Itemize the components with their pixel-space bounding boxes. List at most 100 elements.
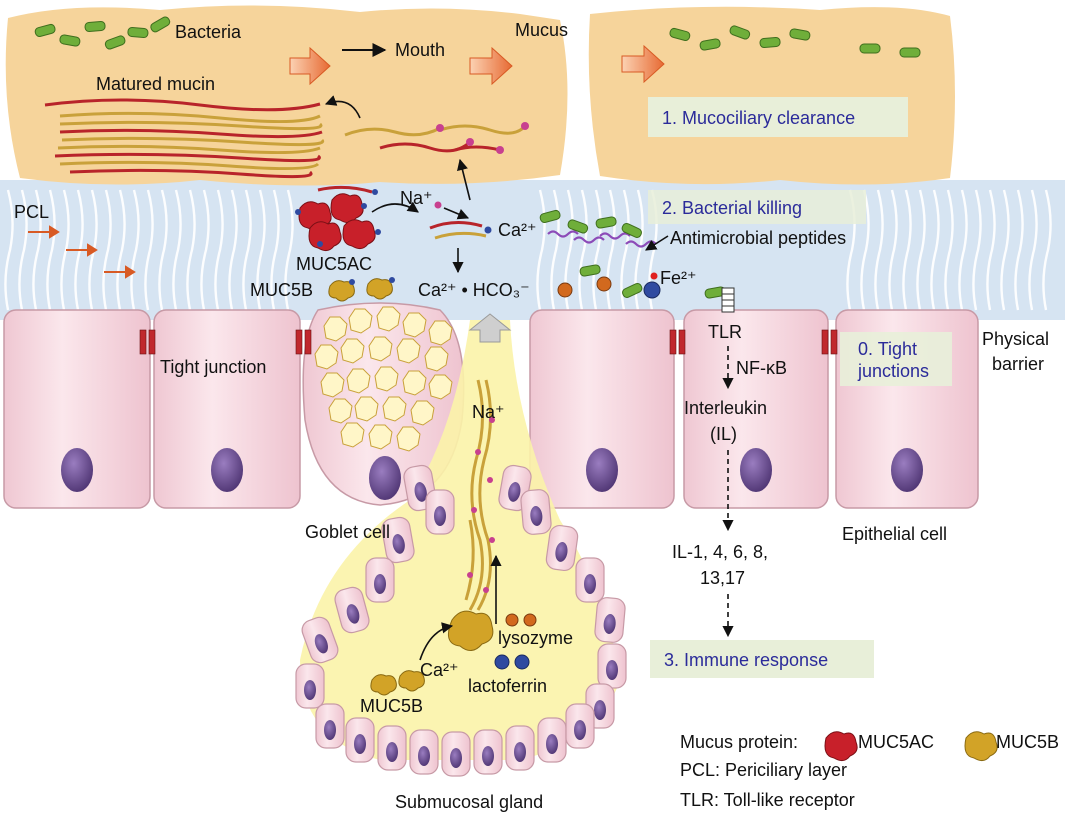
tlr-receptor (721, 287, 735, 313)
pcl-proteins (557, 272, 661, 299)
gland-cell (575, 557, 605, 603)
muc5ac-to-strand-arrow (371, 201, 419, 213)
cilium (874, 189, 884, 311)
mucin-to-mesh-arrow (324, 95, 361, 119)
gland-lactoferrin (494, 654, 530, 670)
legend-tlr: TLR: Toll-like receptor (680, 790, 855, 810)
mouth-label: Mouth (395, 40, 445, 60)
mucin-release-arrow (457, 158, 471, 201)
na-top-label: Na⁺ (400, 188, 433, 208)
goblet-cell-label: Goblet cell (305, 522, 390, 542)
mucin-granule (402, 312, 427, 338)
cilium (902, 189, 912, 311)
cilium (592, 189, 602, 311)
cell-nucleus (61, 448, 93, 492)
epithelial-cell (3, 309, 151, 509)
gland-cell (301, 616, 339, 664)
lysozyme-label: lysozyme (498, 628, 573, 648)
muc5ac-label: MUC5AC (296, 254, 372, 274)
gland-lysozyme (505, 613, 537, 627)
mucin-granule (368, 336, 393, 362)
physical-barrier-line2: barrier (992, 354, 1044, 374)
muc5b-top-label: MUC5B (250, 280, 313, 300)
cell-nucleus (891, 448, 923, 492)
mucin-granule (382, 396, 407, 422)
step3-label: 3. Immune response (664, 650, 828, 670)
cilium (158, 189, 168, 311)
step3-box (650, 640, 874, 678)
clearance-arrows (289, 44, 665, 86)
na-gland-label: Na⁺ (472, 402, 505, 422)
cilium (172, 189, 182, 311)
muc5b-top-blobs (328, 278, 393, 302)
pcl-flow-arrows (28, 225, 136, 279)
muc5b-gland-label: MUC5B (360, 696, 423, 716)
cell-nucleus (586, 448, 618, 492)
cilium (200, 189, 210, 311)
cilium (888, 189, 898, 311)
cilium (186, 189, 196, 311)
gland-cell (425, 489, 455, 535)
step0-box (840, 332, 952, 386)
il-list-line2: 13,17 (700, 568, 745, 588)
submucosal-gland-label: Submucosal gland (395, 792, 543, 812)
mucin-granule (410, 400, 435, 426)
cilium (620, 189, 630, 311)
cilium (972, 189, 982, 311)
cilium (242, 189, 252, 311)
cilium (284, 189, 294, 311)
epithelial-cell (153, 309, 301, 509)
cilium (144, 189, 154, 311)
cilium (578, 189, 588, 311)
ca-gland-label: Ca²⁺ (420, 660, 459, 680)
secretion-up-arrow (468, 313, 512, 343)
il-list-line1: IL-1, 4, 6, 8, (672, 542, 768, 562)
gland-cell (537, 717, 567, 763)
tight-junctions (139, 329, 838, 355)
mucin-granule (396, 426, 421, 452)
step2-label: 2. Bacterial killing (662, 198, 802, 218)
legend-mucus-protein: Mucus protein: (680, 732, 798, 752)
gland-cell (520, 489, 552, 535)
gland-cell (505, 725, 535, 771)
mucin-granule (323, 316, 348, 342)
mucin-granule (368, 424, 393, 450)
cilium (18, 189, 28, 311)
gland-muc5b-large (447, 610, 494, 651)
cilium (130, 189, 140, 311)
cilium (1000, 189, 1010, 311)
cilium (958, 189, 968, 311)
physical-barrier-line1: Physical (982, 329, 1049, 349)
interleukin-label-line1: Interleukin (684, 398, 767, 418)
mucin-granule (348, 308, 373, 334)
mucin-strand-pcl (429, 221, 487, 240)
mucin-ends (436, 122, 529, 154)
gland-cell (334, 586, 370, 634)
matured-mucin-mesh (44, 98, 325, 179)
step0-label-line2: junctions (857, 361, 929, 381)
epithelial-cell-label: Epithelial cell (842, 524, 947, 544)
cilium (270, 189, 280, 311)
gland-cell (597, 643, 627, 689)
cilium (4, 189, 14, 311)
cilium (256, 189, 266, 311)
mucin-granule (340, 422, 365, 448)
gland-cell (295, 663, 325, 709)
legend-muc5ac: MUC5AC (858, 732, 934, 752)
legend-muc5ac-icon (824, 731, 858, 762)
gland-muc5b-small (370, 670, 425, 696)
cilium (102, 189, 112, 311)
bacteria-pcl (539, 209, 726, 299)
ca-top-label: Ca²⁺ (498, 220, 537, 240)
lactoferrin-label: lactoferrin (468, 676, 547, 696)
gland-cell (409, 729, 439, 775)
legend-muc5b: MUC5B (996, 732, 1059, 752)
mucin-granule (402, 370, 427, 396)
step0-label-line1: 0. Tight (858, 339, 917, 359)
cilium (116, 189, 126, 311)
matured-mucin-label: Matured mucin (96, 74, 215, 94)
mucin-granule (396, 338, 421, 364)
gland-cell (381, 516, 415, 564)
mucin-granule (374, 366, 399, 392)
step1-label: 1. Mucociliary clearance (662, 108, 855, 128)
